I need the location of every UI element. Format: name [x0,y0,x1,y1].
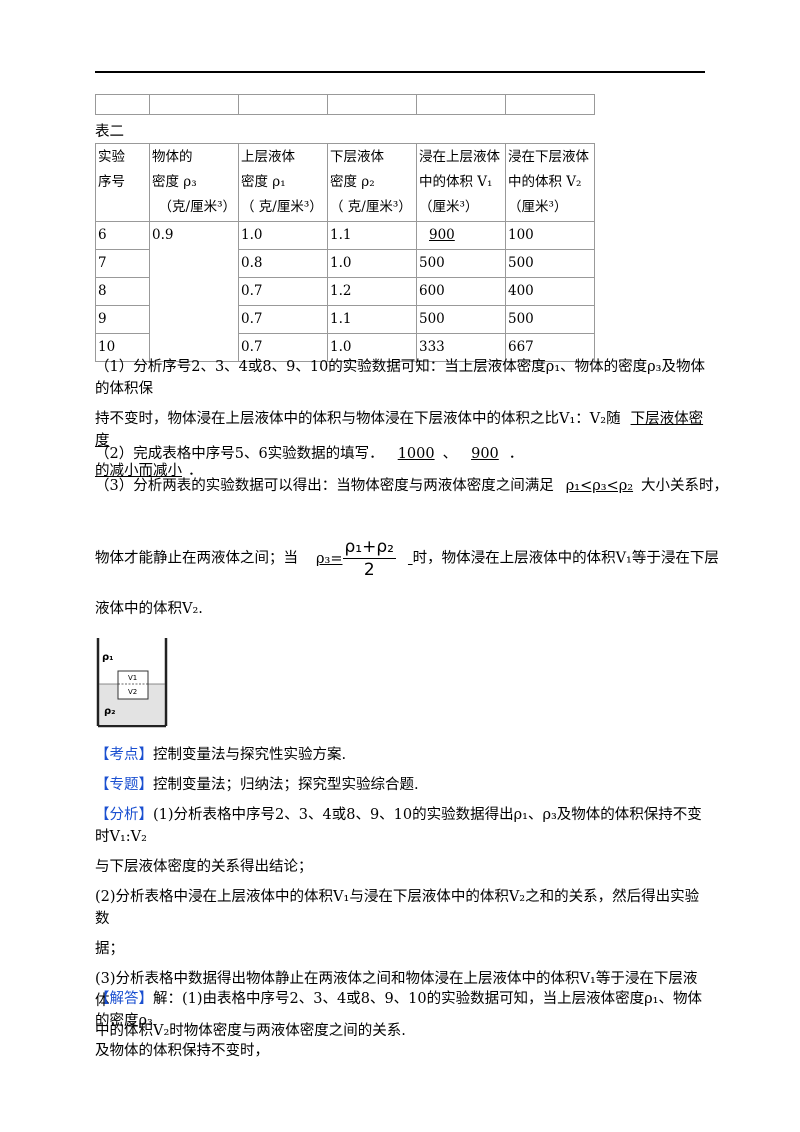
table-row [95,94,595,115]
header-cell: 浸在下层液体 中的体积 V₂ （厘米³） [505,143,595,222]
table-cell: 1.0 [238,221,328,250]
kaodian-tag: 【考点】 [95,747,153,763]
header-cell: 下层液体 密度 ρ₂ （ 克/厘米³） [327,143,417,222]
table-cell: 9 [95,305,150,334]
table-cell: 0.7 [238,277,328,306]
table-cell [416,94,506,115]
header-cell: 上层液体 密度 ρ₁ （ 克/厘米³） [238,143,328,222]
table-2: 实验 序号 物体的 密度 ρ₃ （克/厘米³） 上层液体 密度 ρ₁ （ 克/厘… [95,143,595,362]
table-cell: 1.1 [327,221,417,250]
answer-blank: 1000 [397,446,435,462]
table-row: 9 0.7 1.1 500 500 [95,305,595,334]
table-cell: 1.2 [327,277,417,306]
question-1: （1）分析序号2、3、4或8、9、10的实验数据可知：当上层液体密度ρ₁、物体的… [95,359,705,479]
table-cell [95,94,150,115]
table-caption: 表二 [95,124,124,140]
jieda-tag: 【解答】 [95,991,153,1007]
table-cell: 400 [505,277,595,306]
table-cell: 0.8 [238,249,328,278]
table-cell: 100 [505,221,595,250]
table-cell: 1.0 [327,249,417,278]
rho1-label: ρ₁ [102,652,114,663]
table-cell: 500 [416,249,506,278]
beaker-figure: V1 V2 ρ₁ ρ₂ [94,636,172,730]
answer-blank: 900 [471,446,499,462]
table-cell: 8 [95,277,150,306]
table-cell [327,94,417,115]
header-cell: 物体的 密度 ρ₃ （克/厘米³） [149,143,239,222]
table-cell: 0.7 [238,305,328,334]
question-2: （2）完成表格中序号5、6实验数据的填写．1000、900． [95,446,524,462]
fenxi-tag: 【分析】 [95,807,153,823]
rho2-label: ρ₂ [104,706,116,717]
header-cell: 实验 序号 [95,143,150,222]
table-cell-merged: 0.9 [149,221,239,362]
answer-blank: 下层液体密度 [95,411,704,449]
table-header-row: 实验 序号 物体的 密度 ρ₃ （克/厘米³） 上层液体 密度 ρ₁ （ 克/厘… [95,143,595,222]
table-1-fragment [95,94,595,115]
header-rule [95,71,705,73]
zhuanti-tag: 【专题】 [95,777,153,793]
table-cell: 1.0 [327,333,417,362]
table-cell: 667 [505,333,595,362]
answer-blank: ρ₁<ρ₃<ρ₂ [565,478,634,494]
table-cell [149,94,239,115]
table-cell: 900 [416,221,506,250]
table-cell: 1.1 [327,305,417,334]
table-cell: 6 [95,221,150,250]
v2-label: V2 [128,688,137,696]
jieda-block: 【解答】解：(1)由表格中序号2、3、4或8、9、10的实验数据可知，当上层液体… [95,991,702,1059]
kaodian-line: 【考点】控制变量法与探究性实验方案. [95,747,347,763]
table-cell: 500 [416,305,506,334]
answer-value: 900 [429,227,455,243]
fenxi-block: 【分析】(1)分析表格中序号2、3、4或8、9、10的实验数据得出ρ₁、ρ₃及物… [95,807,702,1039]
question-3-line3: 液体中的体积V₂. [95,601,203,617]
table-row: 10 0.7 1.0 333 667 [95,333,595,362]
table-cell: 500 [505,249,595,278]
table-row: 6 0.9 1.0 1.1 900 100 [95,221,595,362]
table-cell: 600 [416,277,506,306]
table-cell [238,94,328,115]
table-cell: 333 [416,333,506,362]
answer-blank: ρ₃= [316,550,343,567]
table-cell: 7 [95,249,150,278]
table-cell [505,94,595,115]
block [117,670,149,700]
table-row: 8 0.7 1.2 600 400 [95,277,595,306]
table-cell: 0.7 [238,333,328,362]
table-cell: 500 [505,305,595,334]
answer-blank: 的减小而减小 [95,463,182,479]
header-cell: 浸在上层液体 中的体积 V₁ （厘米³） [416,143,506,222]
v1-label: V1 [128,674,137,682]
zhuanti-line: 【专题】控制变量法；归纳法；探究型实验综合题. [95,777,419,793]
table-cell: 10 [95,333,150,362]
